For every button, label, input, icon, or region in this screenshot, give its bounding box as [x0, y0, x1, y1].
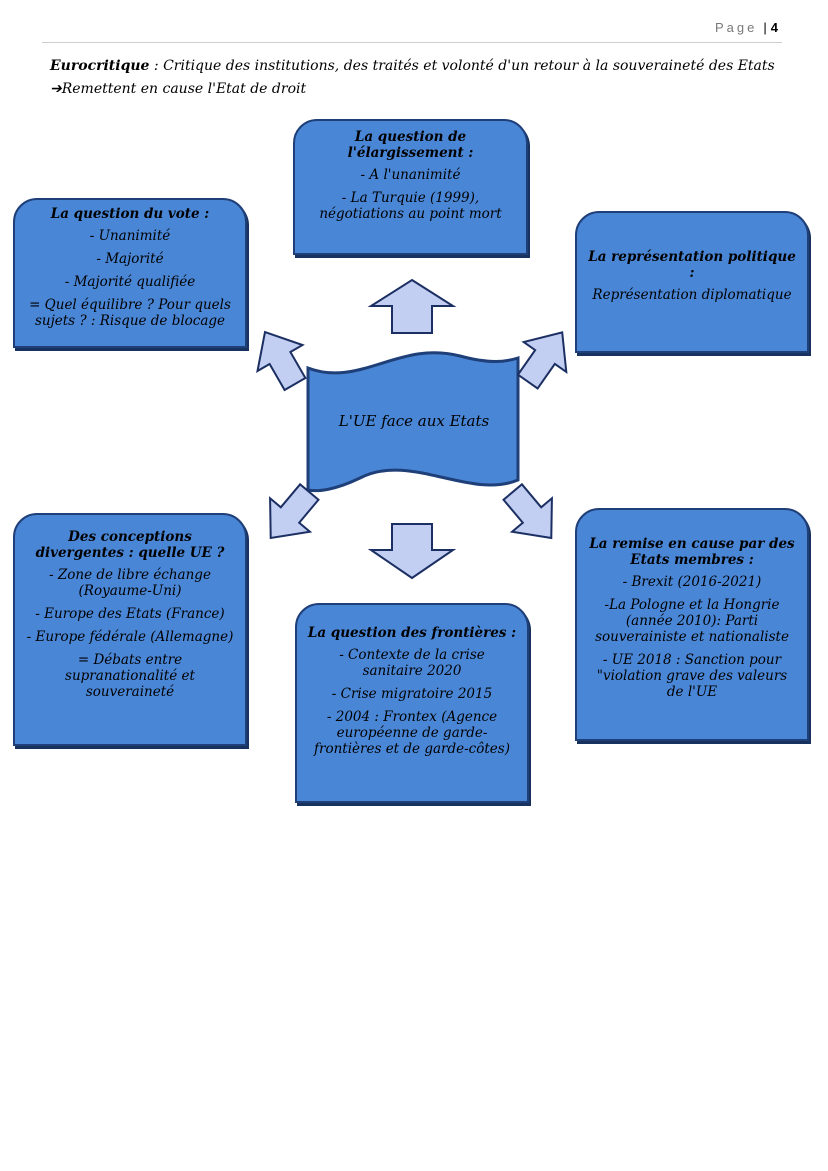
arrow-up-left [256, 330, 307, 392]
box-remise-item: - UE 2018 : Sanction pour "violation gra… [596, 652, 788, 700]
center-banner [306, 351, 520, 493]
box-representation-item: Représentation diplomatique [592, 287, 792, 303]
box-elargissement-title: La question de l'élargissement : [347, 129, 474, 161]
box-elargissement: La question de l'élargissement : - A l'u… [293, 119, 528, 255]
box-conceptions-item: - Europe des Etats (France) [35, 606, 225, 622]
box-conceptions: Des conceptions divergentes : quelle UE … [13, 513, 247, 746]
arrow-up [367, 278, 457, 334]
box-vote-item: - Majorité qualifiée [64, 274, 196, 290]
arrow-up-right [516, 331, 568, 390]
arrow-down [367, 523, 457, 580]
box-representation-title: La représentation politique : [588, 249, 796, 281]
box-frontieres-item: - 2004 : Frontex (Agence européenne de g… [314, 709, 510, 757]
arrow-down-right [502, 482, 553, 540]
box-representation: La représentation politique : Représenta… [575, 211, 809, 353]
box-conceptions-item: = Débats entre supranationalité et souve… [65, 652, 195, 700]
box-frontieres-item: - Contexte de la crise sanitaire 2020 [339, 647, 485, 679]
box-elargissement-item: - La Turquie (1999), négotiations au poi… [319, 190, 502, 222]
intro-term: Eurocritique [50, 58, 150, 74]
box-frontieres-title: La question des frontières : [307, 625, 517, 641]
box-frontieres-item: - Crise migratoire 2015 [331, 686, 493, 702]
box-vote-item: = Quel équilibre ? Pour quels sujets ? :… [29, 297, 231, 329]
box-remise-item: -La Pologne et la Hongrie (année 2010): … [595, 597, 789, 645]
header-rule [42, 42, 782, 43]
page-number: 4 [770, 20, 778, 35]
box-conceptions-item: - Zone de libre échange (Royaume-Uni) [49, 567, 211, 599]
box-remise-item: - Brexit (2016-2021) [622, 574, 762, 590]
box-elargissement-item: - A l'unanimité [360, 167, 461, 183]
intro-paragraph: Eurocritique : Critique des institutions… [50, 55, 780, 101]
box-remise-title: La remise en cause par des Etats membres… [589, 536, 795, 568]
box-vote-item: - Majorité [96, 251, 164, 267]
box-remise-en-cause: La remise en cause par des Etats membres… [575, 508, 809, 741]
box-frontieres: La question des frontières : - Contexte … [295, 603, 529, 803]
page-word: Page [715, 20, 758, 35]
box-vote: La question du vote : - Unanimité - Majo… [13, 198, 247, 348]
page-separator: | [763, 20, 767, 35]
intro-text: : Critique des institutions, des traités… [50, 58, 775, 97]
box-vote-title: La question du vote : [50, 206, 210, 222]
page-header: Page |4 [715, 20, 778, 35]
box-vote-item: - Unanimité [89, 228, 171, 244]
arrow-down-left [269, 482, 320, 540]
box-conceptions-title: Des conceptions divergentes : quelle UE … [35, 529, 225, 561]
box-conceptions-item: - Europe fédérale (Allemagne) [26, 629, 234, 645]
center-label: L'UE face aux Etats [338, 412, 490, 430]
